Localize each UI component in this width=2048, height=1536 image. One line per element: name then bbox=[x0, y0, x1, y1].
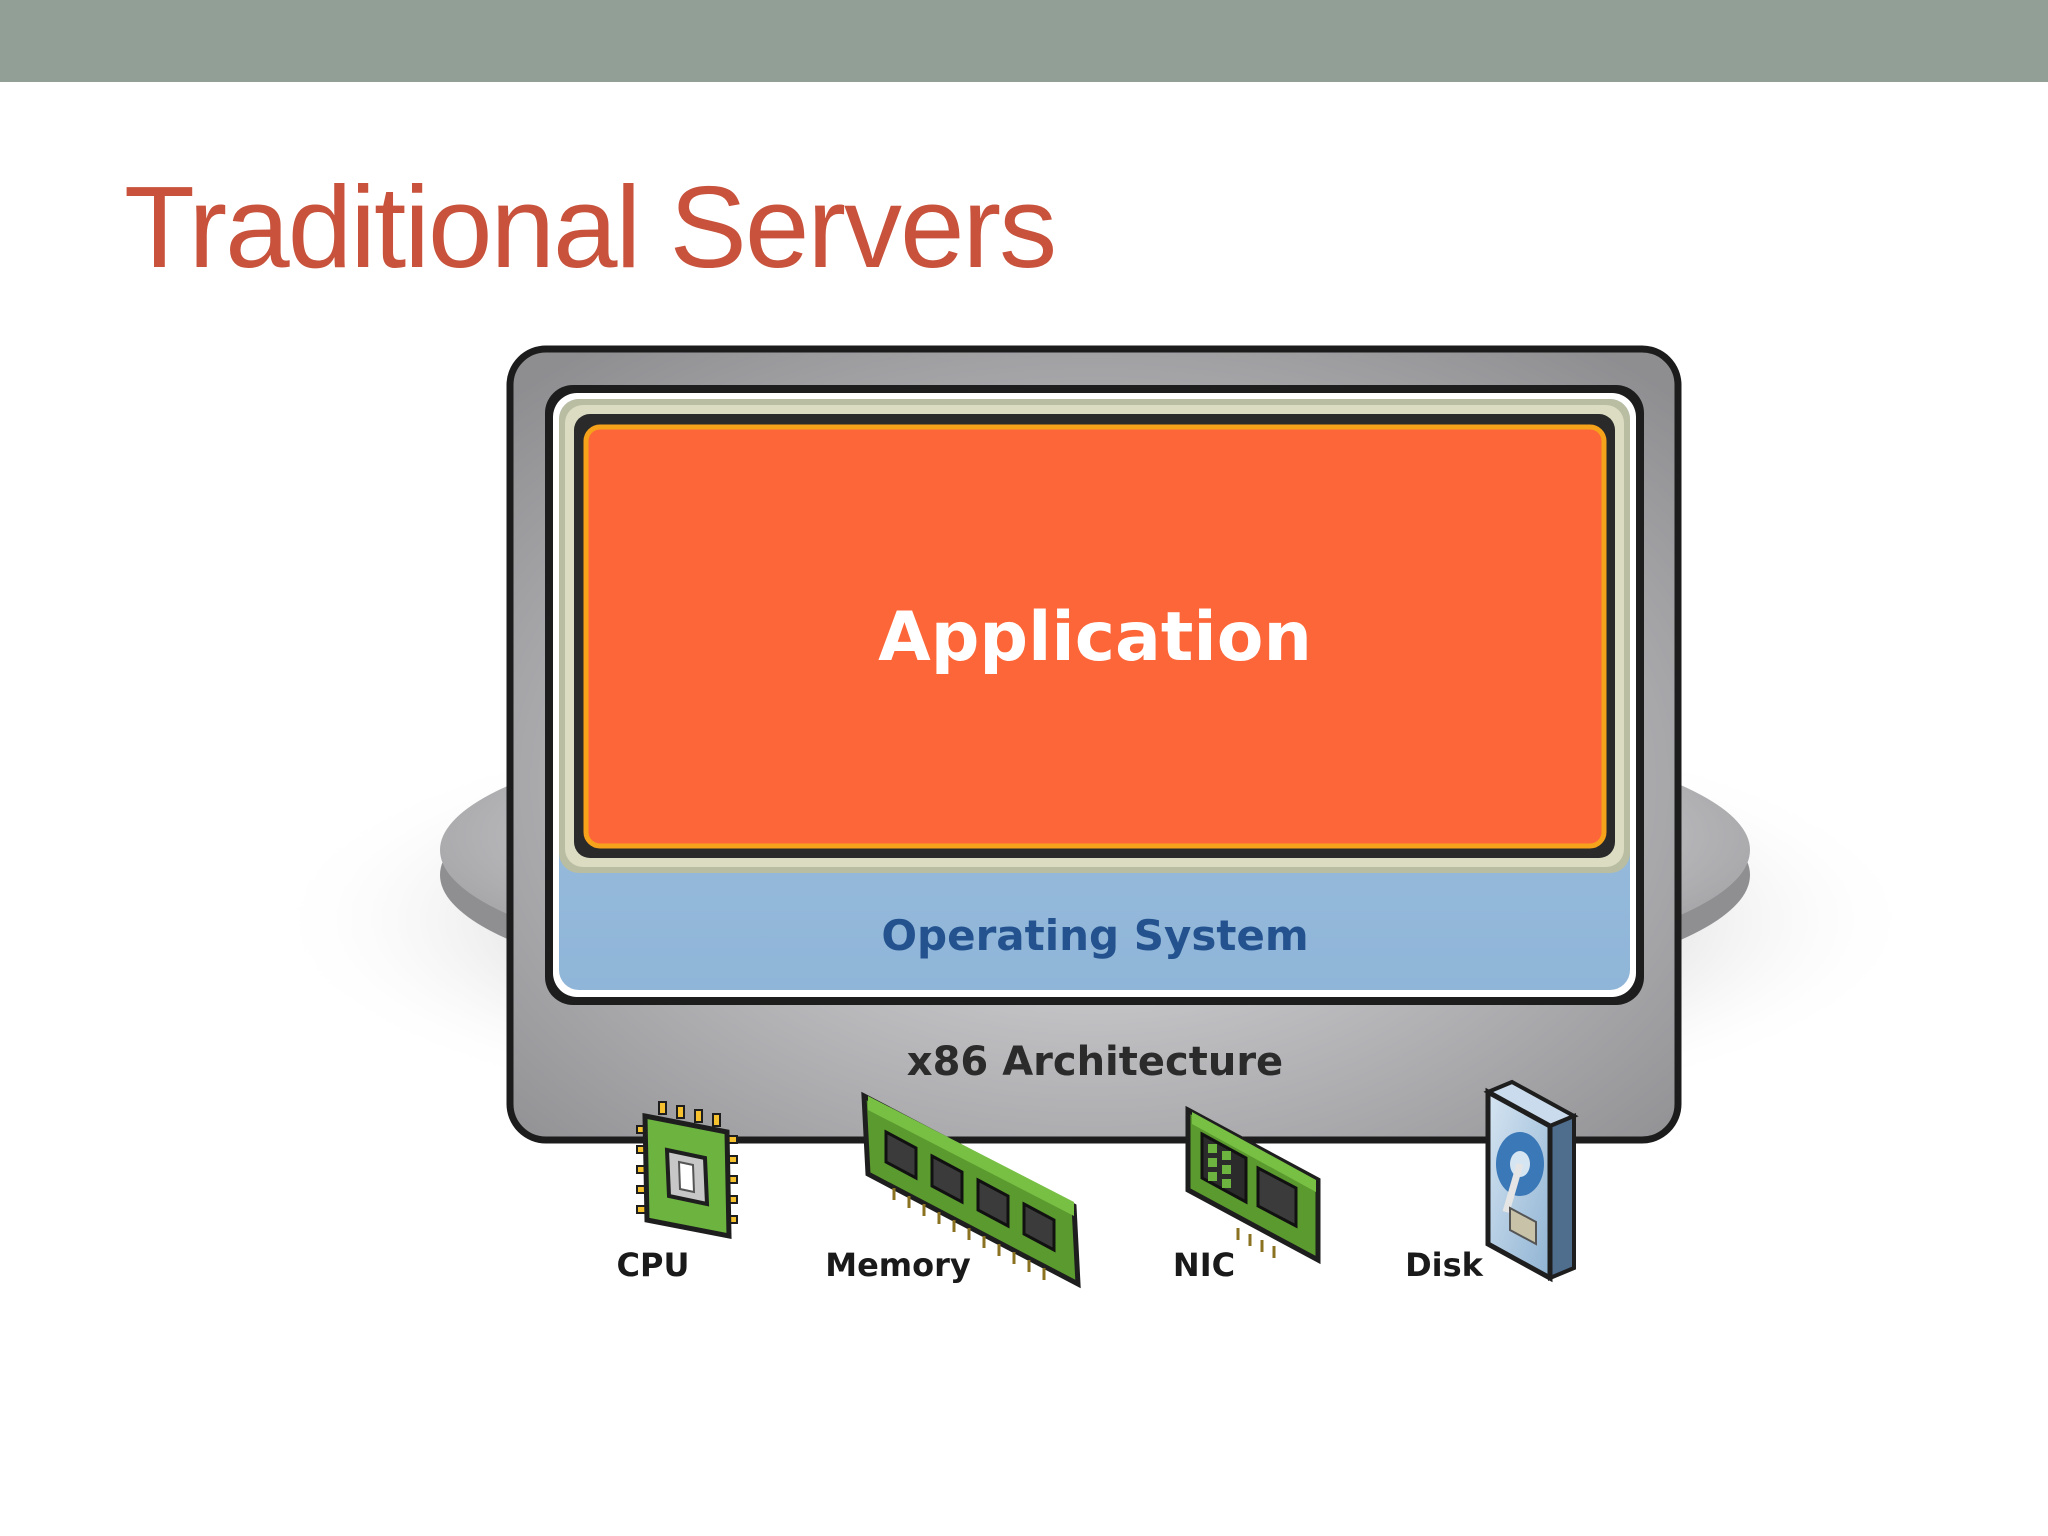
application-label: Application bbox=[878, 598, 1312, 677]
architecture-label: x86 Architecture bbox=[907, 1039, 1283, 1085]
header-bar bbox=[0, 0, 2048, 82]
application-layer bbox=[583, 424, 1607, 849]
cpu-label: CPU bbox=[617, 1246, 690, 1284]
nic-label: NIC bbox=[1173, 1246, 1235, 1284]
cpu-icon bbox=[636, 1101, 738, 1240]
disk-icon bbox=[1483, 1079, 1579, 1283]
operating-system-label: Operating System bbox=[881, 911, 1308, 960]
memory-icon bbox=[861, 1091, 1081, 1289]
memory-label: Memory bbox=[825, 1246, 971, 1284]
slide-title: Traditional Servers bbox=[124, 162, 1057, 292]
disk-label: Disk bbox=[1405, 1246, 1484, 1284]
nic-icon bbox=[1185, 1105, 1321, 1265]
